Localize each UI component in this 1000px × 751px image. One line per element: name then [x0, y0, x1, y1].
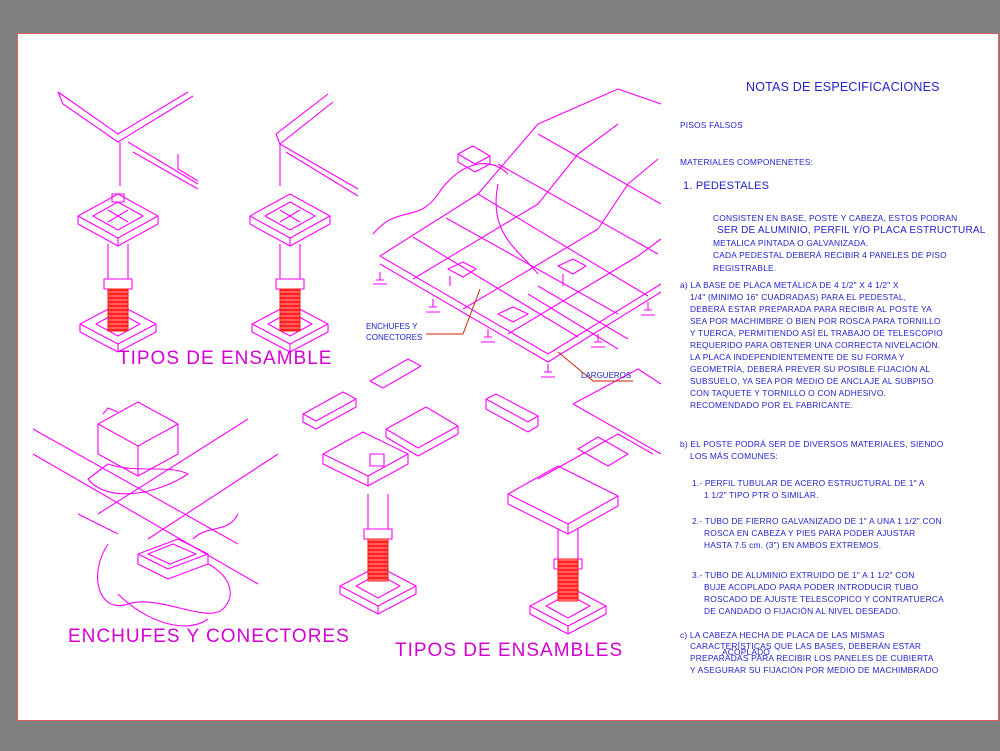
- caption-tipos-de-ensambles: TIPOS DE ENSAMBLES: [395, 640, 624, 661]
- notes-a-9: SUBSUELO, YA SEA POR MEDIO DE ANCLAJE AL…: [690, 376, 934, 386]
- notes-b2-2: ROSCA EN CABEZA Y PIES PARA PODER AJUSTA…: [704, 528, 916, 538]
- notes-c-2: CARACTERÍSTICAS QUE LAS BASES, DEBERÁN E…: [690, 641, 922, 651]
- notes-materiales: MATERIALES COMPONENETES:: [680, 157, 814, 167]
- notes-a-3: DEBERÁ ESTAR PREPARADA PARA RECIBIR AL P…: [690, 304, 932, 314]
- notes-title: NOTAS DE ESPECIFICACIONES: [746, 80, 940, 94]
- notes-b-1: b) EL POSTE PODRÁ SER DE DIVERSOS MATERI…: [680, 439, 944, 449]
- caption-enchufes-y-conectores: ENCHUFES Y CONECTORES: [68, 626, 350, 647]
- pedestal-right-top: [249, 93, 359, 353]
- notes-intro-2: SER DE ALUMINIO, PERFIL Y/O PLACA ESTRUC…: [717, 225, 986, 236]
- notes-pisos: PISOS FALSOS: [680, 120, 743, 130]
- notes-a-10: CON TAQUETE Y TORNILLO O CON ADHESIVO.: [690, 388, 887, 398]
- enchufes-detail: [32, 401, 279, 627]
- floor-grid: [372, 88, 662, 378]
- leader-enchufes: [426, 288, 481, 335]
- drawing-sheet: TIPOS DE ENSAMBLE ENCHUFES Y CONECTORES …: [17, 33, 999, 721]
- notes-b3-3: ROSCADO DE AJUSTE TELESCOPICO Y CONTRATU…: [704, 594, 944, 604]
- notes-intro-1: CONSISTEN EN BASE, POSTE Y CABEZA, ESTOS…: [713, 213, 958, 223]
- notes-section-1: 1. PEDESTALES: [683, 180, 770, 192]
- callout-enchufes-line2: CONECTORES: [366, 333, 423, 342]
- notes-b3-2: BUJE ACOPLADO PARA PODER INTRODUCIR TUBO: [704, 582, 919, 592]
- pedestal-left-top: [57, 91, 199, 353]
- notes-c-1: c) LA CABEZA HECHA DE PLACA DE LAS MISMA…: [680, 630, 885, 640]
- notes-a-8: GEOMETRÍA, DEBERÁ PREVER SU POSIBLE FIJA…: [690, 364, 931, 374]
- notes-intro-5: REGISTRABLE.: [713, 263, 777, 273]
- notes-intro-4: CADA PEDESTAL DEBERÁ RECIBIR 4 PANELES D…: [713, 250, 947, 260]
- notes-c-4: Y ASEGURAR SU FIJACIÓN POR MEDIO DE MACH…: [690, 665, 939, 675]
- notes-b1-2: 1 1/2" TIPO PTR O SIMILAR.: [704, 490, 819, 500]
- leader-largueros: [557, 351, 633, 382]
- notes-c-overlap: ACOPLADO: [722, 647, 771, 657]
- notes-c-3: PREPARADAS PARA RECIBIR LOS PANELES DE C…: [690, 653, 934, 663]
- cad-drawing: [32, 88, 662, 635]
- notes-b3-4: DE CANDADO O FIJACIÓN AL NIVEL DESEADO.: [704, 606, 901, 616]
- notes-a-2: 1/4" (MINIMO 16" CUADRADAS) PARA EL PEDE…: [690, 292, 907, 302]
- notes-b3-1: 3.- TUBO DE ALUMINIO EXTRUIDO DE 1" A 1 …: [692, 570, 915, 580]
- pedestal-bottom-2: [485, 368, 662, 635]
- notes-b1-1: 1.- PERFIL TUBULAR DE ACERO ESTRUCTURAL …: [692, 478, 925, 488]
- notes-a-11: RECOMENDADO POR EL FABRICANTE.: [690, 400, 853, 410]
- notes-b-2: LOS MÁS COMUNES:: [690, 451, 778, 461]
- notes-a-5: Y TUERCA, PERMITIENDO ASÍ EL TRABAJO DE …: [690, 328, 943, 338]
- callout-enchufes-line1: ENCHUFES Y: [366, 322, 418, 331]
- notes-a-7: LA PLACA INDEPENDIENTEMENTE DE SU FORMA …: [690, 352, 905, 362]
- callout-largueros: LARGUEROS: [581, 371, 632, 380]
- notes-b2-1: 2.- TUBO DE FIERRO GALVANIZADO DE 1" A U…: [692, 516, 942, 526]
- notes-b2-3: HASTA 7.5 cm. (3") EN AMBOS EXTREMOS.: [704, 540, 882, 550]
- pedestal-bottom-1: [302, 358, 459, 615]
- caption-tipos-de-ensamble: TIPOS DE ENSAMBLE: [118, 348, 333, 369]
- notes-a-1: a) LA BASE DE PLACA METÁLICA DE 4 1/2" X…: [680, 280, 899, 290]
- notes-intro-3: METALICA PINTADA O GALVANIZADA.: [713, 238, 869, 248]
- notes-a-6: REQUERIDO PARA OBTENER UNA CORRECTA NIVE…: [690, 340, 941, 350]
- notes-a-4: SEA POR MACHIMBRE O BIEN POR ROSCA PARA …: [690, 316, 941, 326]
